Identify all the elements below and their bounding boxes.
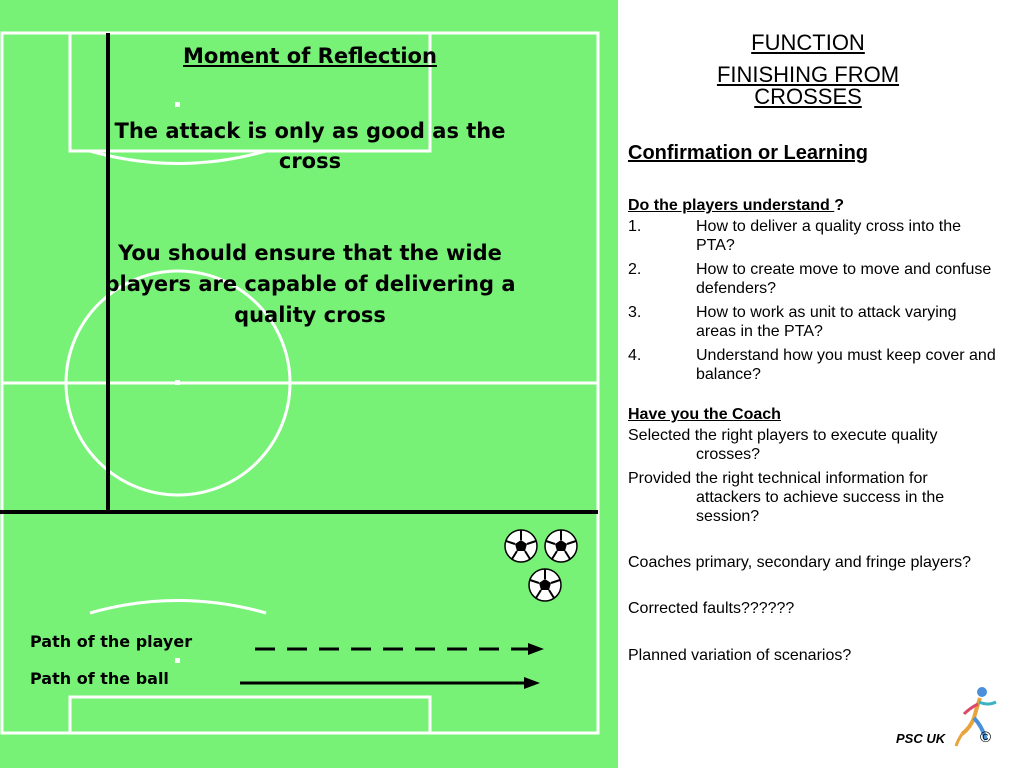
list-item-text: How to deliver a quality cross into the … [696,218,962,254]
coach-heading: Have you the Coach [628,406,781,423]
center-spot [175,380,180,385]
list-item-text: Understand how you must keep cover and b… [696,347,996,383]
session-title: FINISHING FROM CROSSES [628,64,988,108]
list-item: 4. Understand how you must keep cover and… [628,346,1008,384]
soccer-ball-icon [504,529,538,563]
info-panel: FUNCTION FINISHING FROM CROSSES Confirma… [628,28,1008,665]
list-item: 2. How to create move to move and confuse… [628,260,1008,298]
legend-player-label: Path of the player [30,632,193,651]
football-pitch-diagram [0,0,618,768]
soccer-ball-icon [528,568,562,602]
penalty-spot-bottom [175,658,180,663]
legend-ball-label: Path of the ball [30,669,169,688]
list-item-text: How to create move to move and confuse d… [696,261,992,297]
list-item-text: How to work as unit to attack varying ar… [696,304,957,340]
coach-item: Selected the right players to execute qu… [628,427,938,463]
list-item-number: 2. [628,261,642,278]
player-path-arrowhead [528,643,544,655]
questions-heading-mark: ? [834,197,845,214]
list-item-number: 3. [628,304,642,321]
penalty-spot-top [175,102,180,107]
ball-path-arrowhead [524,677,540,689]
soccer-ball-icon [544,529,578,563]
function-title: FUNCTION [751,30,865,55]
coach-item: Planned variation of scenarios? [628,647,852,664]
copyright-mark: © [980,729,992,746]
list-item-number: 1. [628,218,642,235]
coach-item: Provided the right technical information… [628,470,945,525]
reflection-title: Moment of Reflection [183,44,437,68]
questions-list: 1. How to deliver a quality cross into th… [628,217,1008,384]
brand-name: PSC UK [896,731,946,746]
attack-statement: The attack is only as good as the cross [114,119,506,173]
coach-item: Coaches primary, secondary and fringe pl… [628,554,971,571]
session-title-line-1: FINISHING FROM [716,62,900,87]
questions-heading-text: Do the players understand [628,197,835,214]
coach-item: Corrected faults?????? [628,600,795,617]
list-item: 1. How to deliver a quality cross into th… [628,217,1008,255]
ensure-statement: You should ensure that the wide players … [104,241,516,327]
questions-heading: Do the players understand ? [628,197,1008,215]
subtitle: Confirmation or Learning [628,142,868,164]
session-title-line-2: CROSSES [754,84,862,109]
list-item: 3. How to work as unit to attack varying … [628,303,1008,341]
running-figure-logo-icon [954,687,997,747]
pitch-markings [0,31,600,735]
list-item-number: 4. [628,347,642,364]
